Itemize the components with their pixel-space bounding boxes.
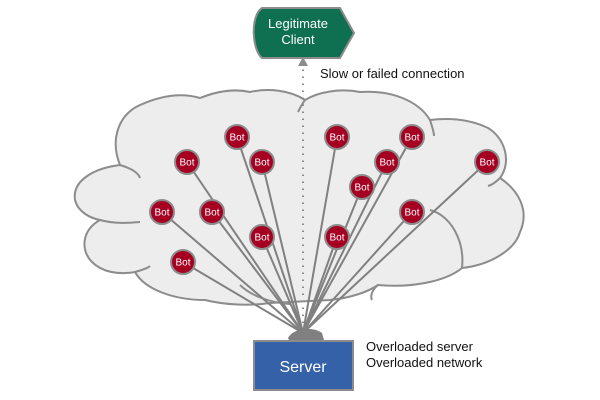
cloud bbox=[73, 89, 525, 306]
bot-label: Bot bbox=[404, 208, 419, 219]
arrowhead-cluster bbox=[288, 328, 324, 342]
bot-connection-line bbox=[261, 161, 304, 334]
bot-node[interactable]: Bot bbox=[324, 124, 350, 150]
bot-node[interactable]: Bot bbox=[399, 199, 425, 225]
bot-node[interactable]: Bot bbox=[174, 149, 200, 175]
bot-node[interactable]: Bot bbox=[399, 124, 425, 150]
bot-circle bbox=[224, 124, 250, 150]
bot-label: Bot bbox=[379, 158, 394, 169]
bot-node[interactable]: Bot bbox=[199, 199, 225, 225]
bot-circle bbox=[399, 124, 425, 150]
bot-connection-line bbox=[186, 161, 304, 334]
server-notes: Overloaded server Overloaded network bbox=[366, 339, 482, 371]
bot-circle bbox=[399, 199, 425, 225]
bot-node[interactable]: Bot bbox=[374, 149, 400, 175]
bot-connection-line bbox=[302, 186, 363, 334]
bot-circle bbox=[170, 249, 196, 275]
bot-connection-line bbox=[302, 211, 413, 334]
bot-label: Bot bbox=[254, 158, 269, 169]
server-note: Overloaded network bbox=[366, 355, 483, 370]
bot-node[interactable]: Bot bbox=[474, 149, 500, 175]
bot-circle bbox=[349, 174, 375, 200]
bot-circle bbox=[249, 149, 275, 175]
server-note: Overloaded server bbox=[366, 339, 473, 354]
bot-circle bbox=[374, 149, 400, 175]
client-label-line2: Client bbox=[281, 32, 315, 47]
bot-label: Bot bbox=[479, 158, 494, 169]
bot-connection-line bbox=[302, 236, 338, 334]
server-node[interactable]: Server bbox=[253, 340, 354, 391]
bot-connection-line bbox=[211, 211, 304, 334]
bot-label: Bot bbox=[329, 233, 344, 244]
client-label-line1: Legitimate bbox=[268, 16, 328, 31]
bot-node[interactable]: Bot bbox=[324, 224, 350, 250]
bot-connection-line bbox=[161, 211, 304, 334]
bot-label: Bot bbox=[404, 133, 419, 144]
bot-label: Bot bbox=[175, 258, 190, 269]
bot-label: Bot bbox=[229, 133, 244, 144]
legitimate-client-node[interactable]: Legitimate Client bbox=[252, 7, 356, 59]
bot-connection-line bbox=[302, 161, 488, 334]
bot-label: Bot bbox=[154, 208, 169, 219]
bot-label: Bot bbox=[204, 208, 219, 219]
bot-label: Bot bbox=[329, 133, 344, 144]
bot-circle bbox=[174, 149, 200, 175]
bot-connection-line bbox=[261, 236, 304, 334]
bot-circle bbox=[474, 149, 500, 175]
cloud-shape bbox=[73, 89, 525, 306]
bot-circle bbox=[149, 199, 175, 225]
server-label: Server bbox=[279, 359, 327, 376]
bot-circle bbox=[324, 124, 350, 150]
bot-label: Bot bbox=[354, 183, 369, 194]
arrow-up-icon bbox=[298, 57, 308, 66]
bot-node[interactable]: Bot bbox=[149, 199, 175, 225]
bot-node[interactable]: Bot bbox=[224, 124, 250, 150]
bot-node[interactable]: Bot bbox=[249, 224, 275, 250]
bot-circle bbox=[249, 224, 275, 250]
bot-node[interactable]: Bot bbox=[349, 174, 375, 200]
bot-label: Bot bbox=[254, 233, 269, 244]
bot-node[interactable]: Bot bbox=[249, 149, 275, 175]
bot-circle bbox=[324, 224, 350, 250]
bot-label: Bot bbox=[179, 158, 194, 169]
connection-status-label: Slow or failed connection bbox=[320, 66, 465, 81]
bot-node[interactable]: Bot bbox=[170, 249, 196, 275]
bot-connection-line bbox=[302, 136, 338, 334]
bot-connection-line bbox=[182, 261, 304, 334]
bot-circle bbox=[199, 199, 225, 225]
